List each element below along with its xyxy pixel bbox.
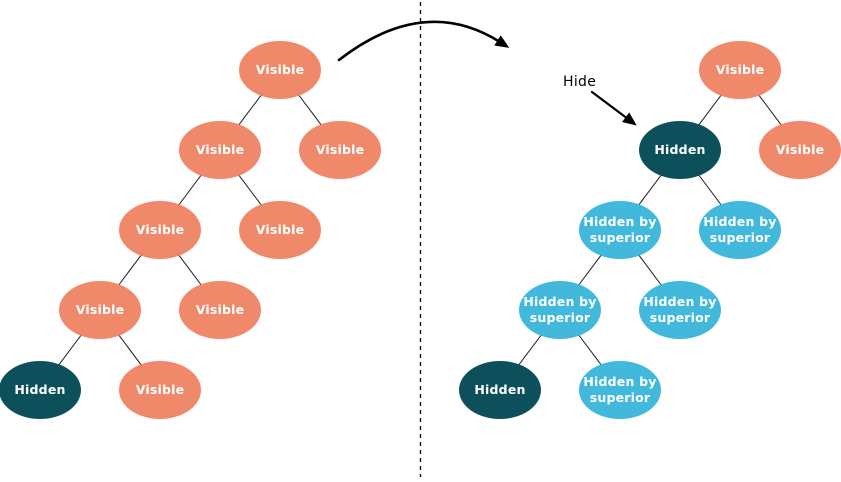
tree-node-hidden-by-superior: Hidden by superior [579, 361, 661, 419]
hide-pointer-arrow [590, 90, 637, 126]
tree-node-visible: Visible [759, 121, 841, 179]
hide-label: Hide [563, 74, 597, 90]
tree-node-visible: Visible [239, 41, 321, 99]
tree-node-visible: Visible [59, 281, 141, 339]
tree-node-hidden-by-superior: Hidden by superior [699, 201, 781, 259]
tree-node-visible: Visible [299, 121, 381, 179]
tree-node-hidden: Hidden [0, 361, 81, 419]
tree-node-visible: Visible [119, 361, 201, 419]
tree-node-visible: Visible [179, 281, 261, 339]
tree-node-hidden-by-superior: Hidden by superior [579, 201, 661, 259]
tree-node-hidden-by-superior: Hidden by superior [639, 281, 721, 339]
tree-node-visible: Visible [699, 41, 781, 99]
tree-node-visible: Visible [179, 121, 261, 179]
tree-node-hidden-by-superior: Hidden by superior [519, 281, 601, 339]
transform-arrow [337, 20, 510, 62]
tree-node-visible: Visible [239, 201, 321, 259]
tree-node-hidden: Hidden [639, 121, 721, 179]
tree-node-visible: Visible [119, 201, 201, 259]
tree-node-hidden: Hidden [459, 361, 541, 419]
